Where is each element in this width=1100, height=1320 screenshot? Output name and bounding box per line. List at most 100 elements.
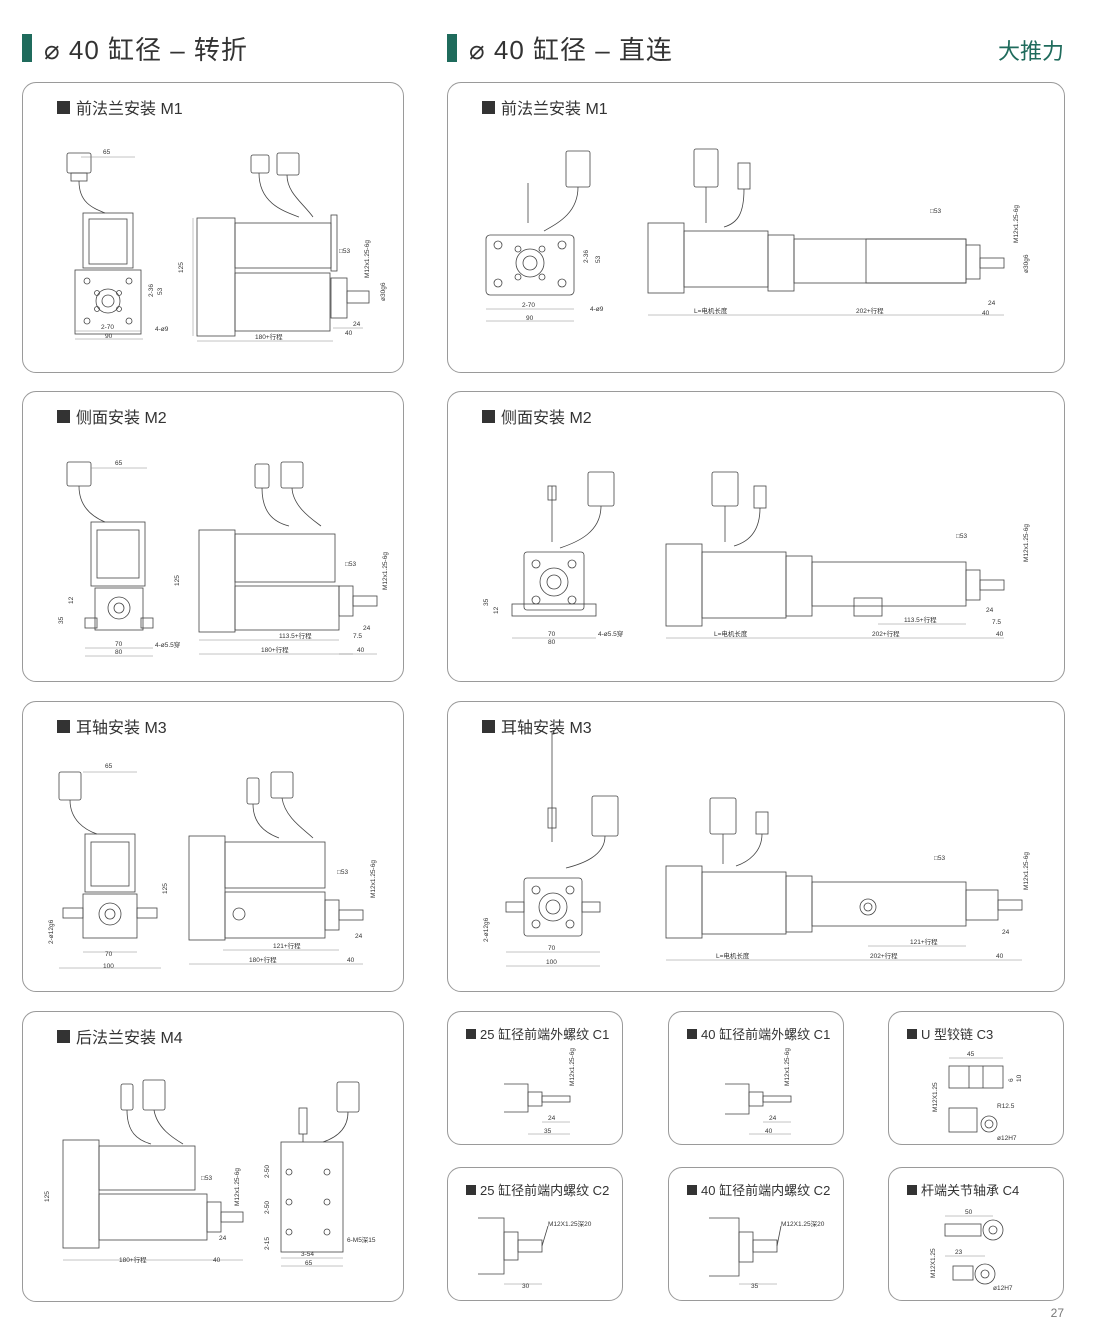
dim-label: 180+行程 <box>249 955 277 964</box>
dim-label: M12X1.25 <box>932 1082 939 1112</box>
dim-label: 10 <box>1016 1074 1023 1082</box>
dim-label: 24 <box>355 933 363 940</box>
card-title: 耳轴安装 M3 <box>482 714 592 738</box>
dim-label: 40 <box>996 631 1004 638</box>
dim-label: 24 <box>1002 929 1010 936</box>
dim-label: L=电机长度 <box>694 306 728 315</box>
card-title: 侧面安装 M2 <box>57 404 167 428</box>
dim-label: 2-50 <box>264 1165 271 1178</box>
card-left-m1: 前法兰安装 M1 65 125 2-36 53 M12x1.25-6g <box>22 82 404 373</box>
section-header-left: ⌀ 40 缸径 – 转折 <box>22 30 248 66</box>
bullet-square-icon <box>907 1184 917 1195</box>
card-title: U 型铰链 C3 <box>907 1024 993 1043</box>
dim-label: 40 <box>213 1257 221 1264</box>
dim-label: 125 <box>174 575 181 586</box>
dim-label: 90 <box>526 315 534 322</box>
dim-label: M12x1.25-6g <box>1013 205 1020 243</box>
dim-label: 180+行程 <box>119 1255 147 1264</box>
dim-label: 24 <box>986 607 994 614</box>
card-right-m2: 侧面安装 M2 35 12 70 80 4-ø5.5穿 □53 M12x1.25… <box>447 391 1065 682</box>
dim-label: 70 <box>115 641 123 648</box>
dim-label: M12x1.25-6g <box>1023 524 1030 562</box>
drawing-right-m3: 2-ø12g6 70 100 □53 M12x1.25-6g 121+行程 24… <box>483 732 1030 967</box>
dim-label: ø12H7 <box>997 1135 1017 1142</box>
dim-label: M12x1.25-6g <box>382 552 389 590</box>
dim-label: 125 <box>44 1191 51 1202</box>
dim-label: 40 <box>982 310 990 317</box>
bullet-square-icon <box>57 1029 70 1043</box>
dim-label: □53 <box>934 855 946 862</box>
dim-label: 125 <box>178 262 185 273</box>
dim-label: 4-ø5.5穿 <box>598 629 623 638</box>
dim-label: 35 <box>58 616 65 624</box>
drawing-c1-25: M12x1.25-6g 24 35 <box>504 1048 576 1135</box>
card-title: 前法兰安装 M1 <box>57 95 183 119</box>
dim-label: 70 <box>105 951 113 958</box>
card-left-m3: 耳轴安装 M3 65 2-ø12g6 70 100 125 □53 M12x1.… <box>22 701 404 992</box>
card-c1-25: 25 缸径前端外螺纹 C1 M12x1.25-6g 24 35 <box>447 1011 623 1145</box>
bullet-square-icon <box>482 409 495 423</box>
drawing-c4: 50 23 M12X1.25 ø12H7 <box>930 1209 1013 1292</box>
section-title-left: ⌀ 40 缸径 – 转折 <box>44 34 248 65</box>
card-title: 后法兰安装 M4 <box>57 1024 183 1048</box>
bullet-square-icon <box>466 1184 476 1195</box>
dim-label: M12x1.25-6g <box>370 860 377 898</box>
dim-label: 53 <box>157 287 164 295</box>
dim-label: 202+行程 <box>870 951 898 960</box>
dim-label: 70 <box>548 631 556 638</box>
dim-label: 2-70 <box>101 324 114 331</box>
drawing-c2-40: M12X1.25深20 35 <box>709 1217 825 1290</box>
dim-label: 125 <box>162 883 169 894</box>
dim-label: 180+行程 <box>261 645 289 654</box>
dim-label: M12X1.25深20 <box>781 1219 825 1228</box>
bullet-square-icon <box>482 719 495 733</box>
dim-label: 4-ø9 <box>590 306 604 313</box>
card-c2-25: 25 缸径前端内螺纹 C2 M12X1.25深20 30 <box>447 1167 623 1301</box>
dim-label: □53 <box>930 208 942 215</box>
dim-label: 12 <box>493 606 500 614</box>
card-title: 40 缸径前端外螺纹 C1 <box>687 1024 830 1043</box>
dim-label: 80 <box>548 639 556 646</box>
dim-label: 4-ø5.5穿 <box>155 640 180 649</box>
dim-label: 7.5 <box>992 619 1001 626</box>
dim-label: 65 <box>115 460 123 467</box>
section-header-right: ⌀ 40 缸径 – 直连 <box>447 30 673 66</box>
card-c2-40: 40 缸径前端内螺纹 C2 M12X1.25深20 35 <box>668 1167 844 1301</box>
dim-label: 6 <box>1008 1078 1015 1082</box>
dim-label: 23 <box>955 1249 963 1256</box>
dim-label: 100 <box>103 963 114 970</box>
card-title: 杆端关节轴承 C4 <box>907 1180 1019 1199</box>
dim-label: 65 <box>305 1260 313 1267</box>
drawing-c2-25: M12X1.25深20 30 <box>478 1217 592 1290</box>
header-accent-bar <box>22 34 32 62</box>
card-left-m4: 后法兰安装 M4 125 □53 M12x1.25-6g 24 180+行程 4… <box>22 1011 404 1302</box>
card-title: 25 缸径前端内螺纹 C2 <box>466 1180 609 1199</box>
dim-label: M12x1.25-6g <box>1023 852 1030 890</box>
dim-label: L=电机长度 <box>714 629 748 638</box>
drawing-left-m4: 125 □53 M12x1.25-6g 24 180+行程 40 2-50 2-… <box>44 1079 376 1267</box>
dim-label: M12x1.25-6g <box>569 1048 576 1086</box>
dim-label: 3-54 <box>301 1251 314 1258</box>
dim-label: 70 <box>548 945 556 952</box>
dim-label: □53 <box>201 1175 213 1182</box>
dim-label: □53 <box>337 869 349 876</box>
dim-label: 24 <box>548 1115 556 1122</box>
card-c3: U 型铰链 C3 45 6 M12X1.25 R12.5 ø12H7 10 <box>888 1011 1064 1145</box>
dim-label: 7.5 <box>353 633 362 640</box>
high-thrust-tag: 大推力 <box>997 39 1064 64</box>
card-c4: 杆端关节轴承 C4 50 23 M12X1.25 ø12H7 <box>888 1167 1064 1301</box>
dim-label: 40 <box>345 330 353 337</box>
dim-label: 24 <box>363 625 371 632</box>
dim-label: 202+行程 <box>872 629 900 638</box>
bullet-square-icon <box>57 719 70 733</box>
dim-label: 180+行程 <box>255 332 283 341</box>
dim-label: 2-36 <box>148 284 155 297</box>
dim-label: 35 <box>483 598 490 606</box>
dim-label: M12x1.25-6g <box>234 1168 241 1206</box>
bullet-square-icon <box>687 1028 697 1039</box>
card-title: 40 缸径前端内螺纹 C2 <box>687 1180 830 1199</box>
dim-label: L=电机长度 <box>716 951 750 960</box>
dim-label: 40 <box>347 957 355 964</box>
dim-label: 50 <box>965 1209 973 1216</box>
dim-label: 2-ø12g6 <box>483 917 490 942</box>
